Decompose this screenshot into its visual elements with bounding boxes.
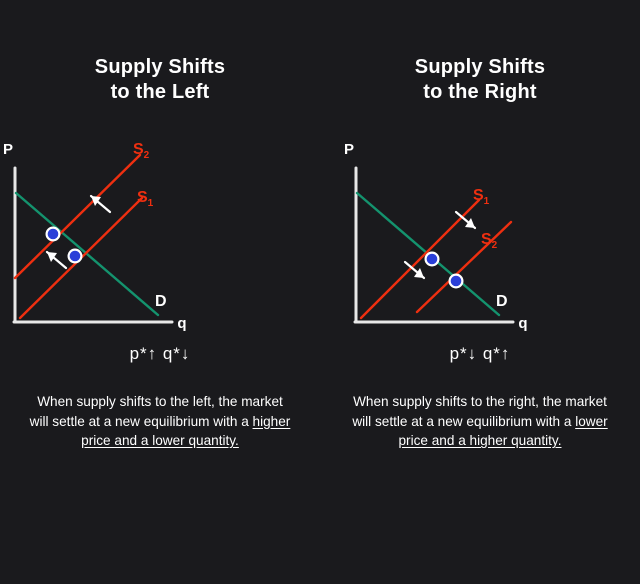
graph-left-svg: P q S2 S1 D [3, 141, 187, 332]
shift-arrow-upper-right [454, 210, 477, 230]
shift-arrow-lower-left [45, 250, 68, 270]
y-axis-label-right: P [344, 141, 354, 158]
panel-right-title-line1: Supply Shifts [414, 56, 546, 78]
equilibrium-point-original-right [424, 251, 440, 267]
caption-right-plain: When supply shifts to the right, the mar… [352, 394, 607, 429]
demand-label-left: D [155, 293, 167, 310]
graph-right: P q S1 S2 D [320, 136, 640, 336]
supply-label-s2-left: S2 [133, 141, 150, 161]
panel-right-title-line2: to the Right [423, 81, 537, 103]
panel-supply-shifts-left: Supply Shifts to the Left [0, 55, 320, 451]
panel-left-title-line2: to the Left [110, 81, 210, 103]
shift-arrow-upper-left [89, 194, 112, 214]
supply-curve-s2-right [415, 220, 513, 314]
panel-supply-shifts-right: Supply Shifts to the Right [320, 0, 640, 584]
caption-left: When supply shifts to the left, the mark… [28, 392, 292, 451]
x-axis-label-left: q [177, 315, 186, 332]
y-axis-label-left: P [3, 141, 13, 158]
panel-right-title: Supply Shifts to the Right [320, 55, 640, 105]
x-axis-label-right: q [518, 315, 527, 332]
equilibrium-point-new-left [45, 226, 61, 242]
caption-left-plain: When supply shifts to the left, the mark… [29, 394, 283, 429]
demand-label-right: D [496, 293, 508, 310]
caption-right-underlined: lower price and a higher quantity. [398, 413, 608, 449]
equilibrium-point-original-left [67, 248, 83, 264]
supply-label-s1-right: S1 [473, 187, 490, 207]
panel-left-title: Supply Shifts to the Left [0, 55, 320, 105]
summary-left: p*↑ q*↓ [129, 344, 191, 363]
supply-label-s2-right: S2 [481, 231, 498, 251]
graph-left: P q S2 S1 D [0, 136, 320, 336]
supply-curve-s1-right [359, 198, 481, 320]
equilibrium-point-new-right [448, 273, 464, 289]
supply-label-s1-left: S1 [137, 189, 154, 209]
panel-left-title-line1: Supply Shifts [94, 56, 226, 78]
summary-right: p*↓ q*↑ [449, 344, 511, 363]
graph-right-svg: P q S1 S2 D [344, 141, 528, 332]
shift-arrow-lower-right [403, 260, 426, 280]
caption-left-underlined: higher price and a lower quantity. [81, 413, 291, 449]
caption-right: When supply shifts to the right, the mar… [348, 392, 612, 451]
demand-curve-left [14, 191, 160, 317]
supply-curve-s2-left [13, 153, 142, 280]
